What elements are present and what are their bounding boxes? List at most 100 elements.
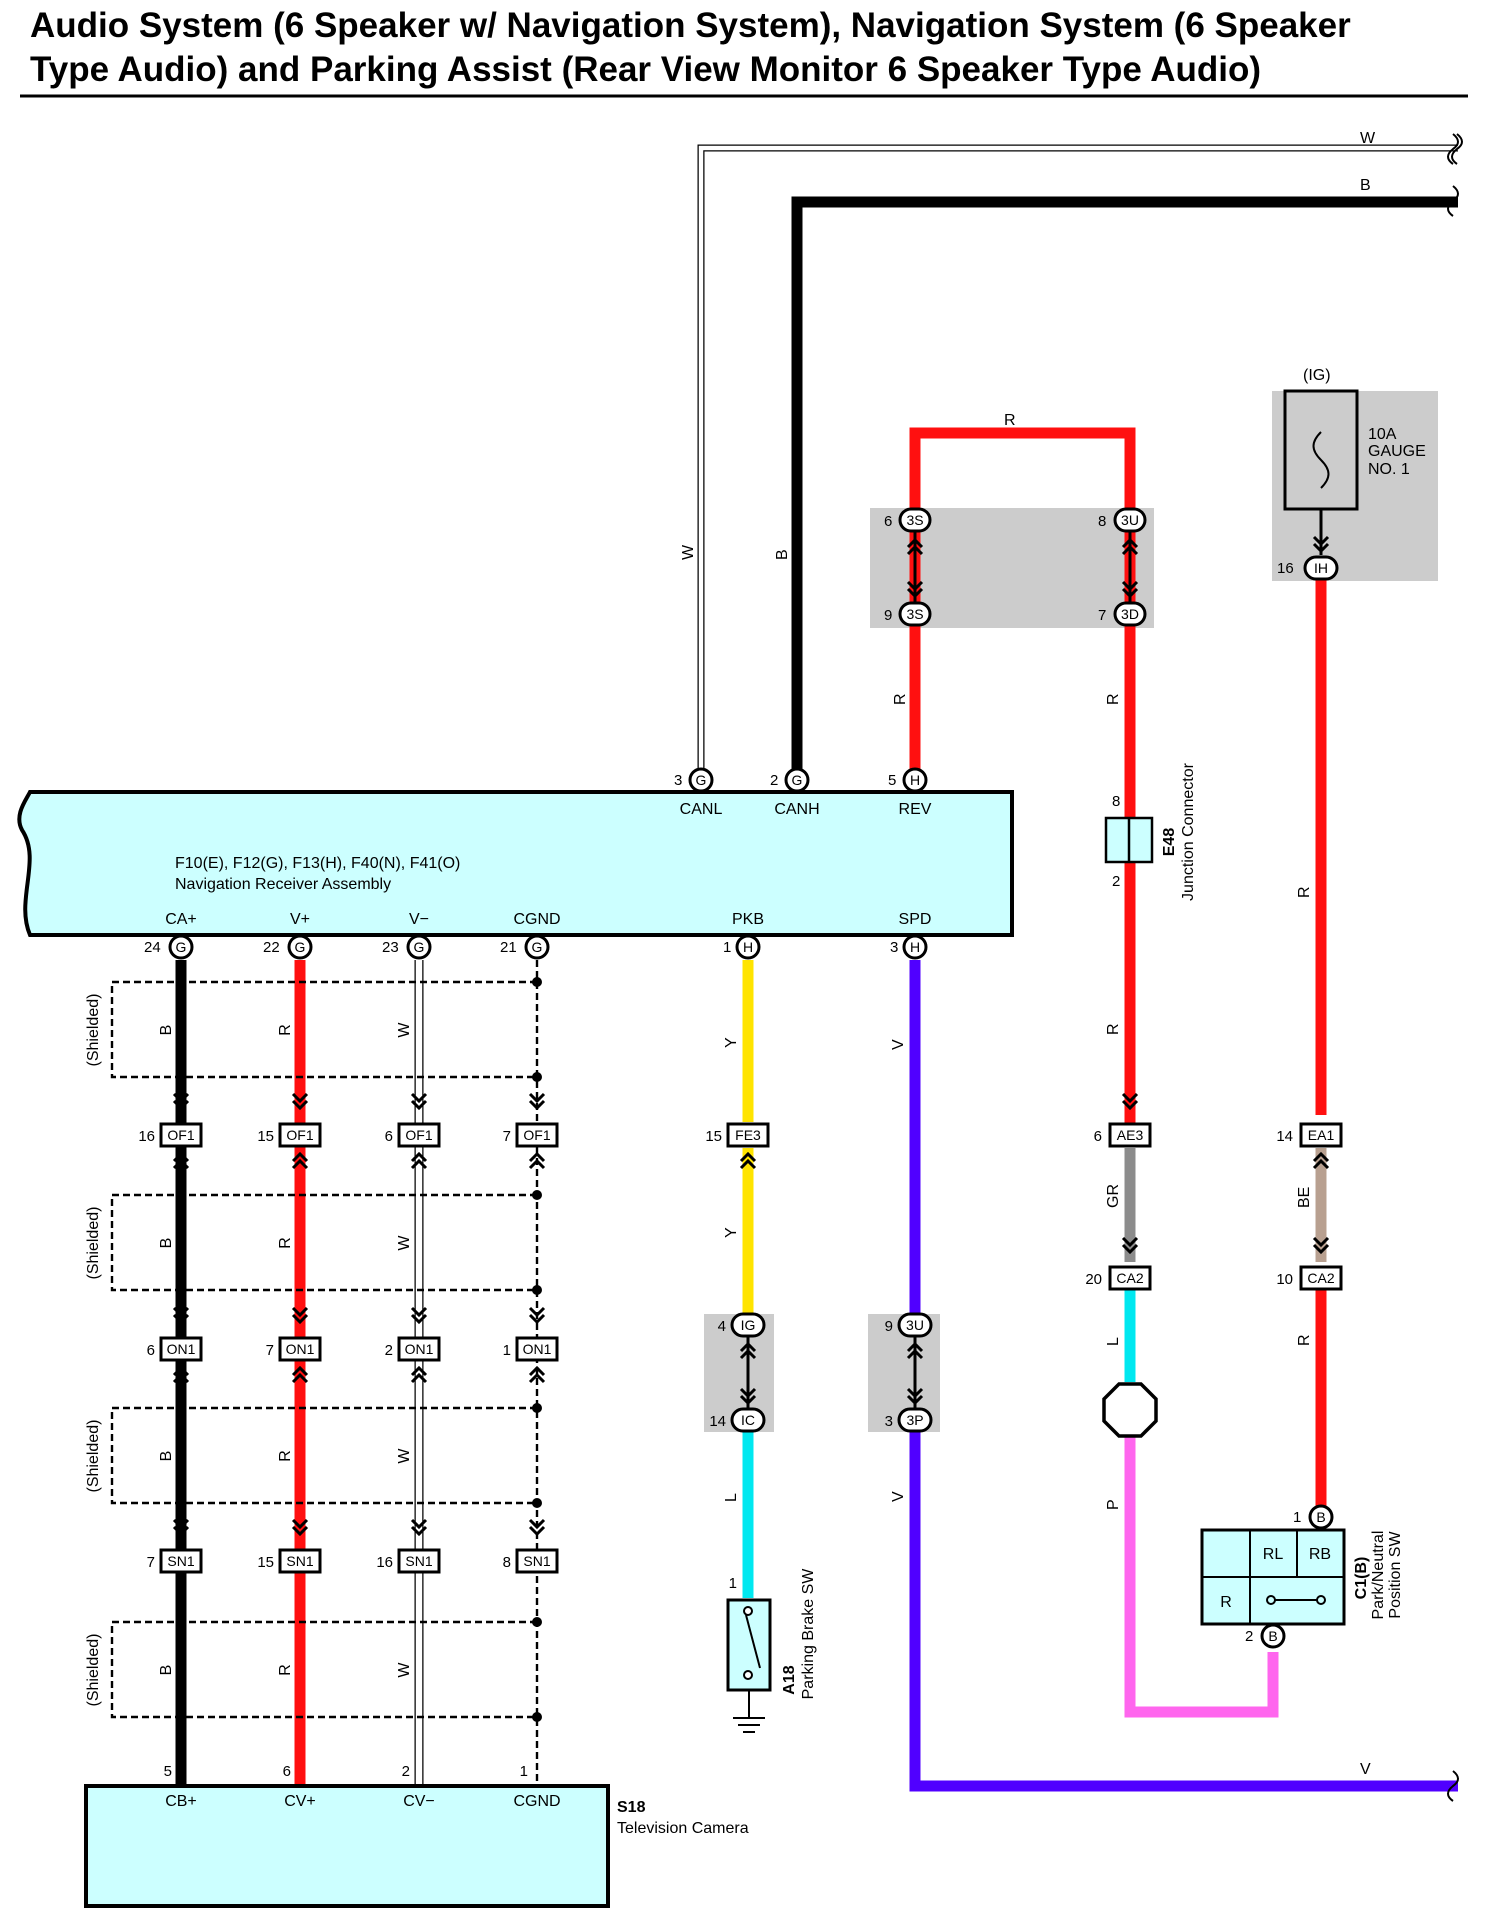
- svg-text:Television Camera: Television Camera: [617, 1820, 749, 1837]
- svg-text:ON1: ON1: [286, 1341, 315, 1357]
- wire-label-l-rev: L: [1105, 1337, 1122, 1346]
- wire-label-pkb-l: L: [723, 1493, 740, 1502]
- svg-text:1: 1: [520, 1763, 528, 1780]
- svg-text:R: R: [277, 1024, 294, 1036]
- svg-text:B: B: [1316, 1509, 1325, 1525]
- wire-label-rev-right: R: [1105, 693, 1122, 705]
- svg-text:RL: RL: [1263, 1546, 1284, 1563]
- nav-pin-v-plus: G 22 V+: [263, 911, 313, 960]
- connector-ca2-rev: CA2 20: [1085, 1236, 1152, 1291]
- wire-label-gauge-r: R: [1296, 886, 1313, 898]
- connector-ig-ic: IG IC 4 14: [709, 1312, 766, 1433]
- wire-label-pkb-y1: Y: [723, 1037, 740, 1048]
- svg-text:OF1: OF1: [167, 1127, 194, 1143]
- svg-text:B: B: [1268, 1628, 1277, 1644]
- wire-label-spd-v1: V: [890, 1039, 907, 1050]
- svg-text:AE3: AE3: [1117, 1127, 1144, 1143]
- wire-label-canh: B: [774, 549, 791, 560]
- svg-text:8: 8: [1112, 793, 1120, 810]
- svg-text:CGND: CGND: [513, 1793, 560, 1810]
- camera-wire-labels: B R W B R W B R W B R W: [158, 1022, 413, 1678]
- svg-text:H: H: [743, 939, 753, 955]
- connector-row-of1: OF1 OF1 OF1 OF1 16 15 6 7: [138, 1092, 559, 1170]
- svg-text:6: 6: [1094, 1128, 1102, 1145]
- svg-text:SPD: SPD: [899, 911, 932, 928]
- svg-text:8: 8: [1098, 513, 1106, 530]
- svg-text:10: 10: [1276, 1271, 1293, 1288]
- wire-label-spd-v2: V: [890, 1491, 907, 1502]
- diagram-title-line2: Type Audio) and Parking Assist (Rear Vie…: [30, 50, 1261, 89]
- parking-brake-switch: 1 A18 Parking Brake SW: [726, 1568, 817, 1733]
- svg-text:IH: IH: [1314, 560, 1328, 576]
- svg-text:IC: IC: [741, 1412, 755, 1428]
- svg-text:V+: V+: [290, 911, 310, 928]
- wire-label-pkb-y2: Y: [723, 1227, 740, 1238]
- connector-fe3: FE3 15: [705, 1122, 770, 1170]
- nav-pin-pkb: H 1 PKB: [723, 911, 764, 960]
- svg-text:S18: S18: [617, 1799, 646, 1816]
- svg-text:Junction Connector: Junction Connector: [1180, 762, 1197, 901]
- wire-label-canl: W: [680, 544, 697, 560]
- svg-text:2: 2: [402, 1763, 410, 1780]
- svg-text:F10(E), F12(G), F13(H), F40(N): F10(E), F12(G), F13(H), F40(N), F41(O): [175, 855, 460, 872]
- svg-text:3S: 3S: [906, 606, 923, 622]
- svg-text:R: R: [1220, 1594, 1232, 1611]
- svg-text:1: 1: [503, 1342, 511, 1359]
- connector-row-sn1: SN1 SN1 SN1 SN1 7 15 16 8: [147, 1518, 559, 1574]
- wire-canh-b: [791, 196, 1458, 780]
- svg-text:CGND: CGND: [513, 911, 560, 928]
- svg-text:10A: 10A: [1368, 426, 1397, 443]
- svg-text:15: 15: [705, 1128, 722, 1145]
- svg-text:3U: 3U: [1121, 512, 1139, 528]
- svg-text:6: 6: [147, 1342, 155, 1359]
- svg-text:(Shielded): (Shielded): [85, 1207, 102, 1280]
- svg-text:21: 21: [500, 939, 517, 956]
- wire-label-rev-top: R: [1004, 412, 1016, 429]
- svg-text:2: 2: [1245, 1628, 1253, 1645]
- svg-text:(IG): (IG): [1303, 367, 1331, 384]
- connector-ae3: AE3 6: [1094, 1092, 1152, 1148]
- wire-spd-v2: [909, 1430, 1458, 1792]
- svg-text:ON1: ON1: [523, 1341, 552, 1357]
- svg-text:NO. 1: NO. 1: [1368, 461, 1410, 478]
- wire-label-rev-left: R: [892, 693, 909, 705]
- svg-text:2: 2: [1112, 873, 1120, 890]
- svg-text:8: 8: [503, 1554, 511, 1571]
- svg-text:SN1: SN1: [405, 1553, 432, 1569]
- shielded-sections: (Shielded) (Shielded) (Shielded) (Shield…: [85, 977, 542, 1722]
- svg-text:3P: 3P: [906, 1412, 923, 1428]
- svg-text:7: 7: [266, 1342, 274, 1359]
- wire-label-be: BE: [1296, 1187, 1313, 1208]
- svg-text:Position SW: Position SW: [1387, 1531, 1404, 1619]
- wire-canl-w: [697, 144, 1458, 780]
- connector-3u-3p: 3U 3P 9 3: [885, 1312, 933, 1433]
- svg-text:H: H: [910, 772, 920, 788]
- wire-label-w-top: W: [1360, 130, 1376, 147]
- junction-connector-e48: 8 2 E48 Junction Connector: [1104, 762, 1197, 901]
- svg-text:2: 2: [770, 772, 778, 789]
- svg-text:H: H: [910, 939, 920, 955]
- svg-text:5: 5: [164, 1763, 172, 1780]
- svg-text:PKB: PKB: [732, 911, 764, 928]
- wire-break-w: [1447, 133, 1463, 165]
- svg-text:(Shielded): (Shielded): [85, 994, 102, 1067]
- wire-label-gauge-r2: R: [1296, 1334, 1313, 1346]
- svg-text:REV: REV: [899, 801, 932, 818]
- svg-text:SN1: SN1: [167, 1553, 194, 1569]
- svg-text:RB: RB: [1309, 1546, 1331, 1563]
- wire-label-p: P: [1105, 1499, 1122, 1510]
- splice-octagon: [1102, 1382, 1158, 1438]
- svg-text:FE3: FE3: [735, 1127, 761, 1143]
- nav-pin-ca-plus: G 24 CA+: [144, 911, 197, 960]
- svg-text:A18: A18: [781, 1665, 798, 1694]
- connector-ca2-gauge: CA2 10: [1276, 1236, 1343, 1291]
- svg-text:OF1: OF1: [286, 1127, 313, 1143]
- diagram-title-line1: Audio System (6 Speaker w/ Navigation Sy…: [30, 6, 1351, 45]
- svg-text:OF1: OF1: [405, 1127, 432, 1143]
- svg-text:1: 1: [729, 1575, 737, 1592]
- nav-pin-rev: H 5 REV: [888, 767, 932, 818]
- svg-text:B: B: [158, 1665, 175, 1676]
- svg-text:G: G: [295, 939, 306, 955]
- television-camera: 5 6 2 1 CB+ CV+ CV− CGND S18 Television …: [84, 1763, 749, 1908]
